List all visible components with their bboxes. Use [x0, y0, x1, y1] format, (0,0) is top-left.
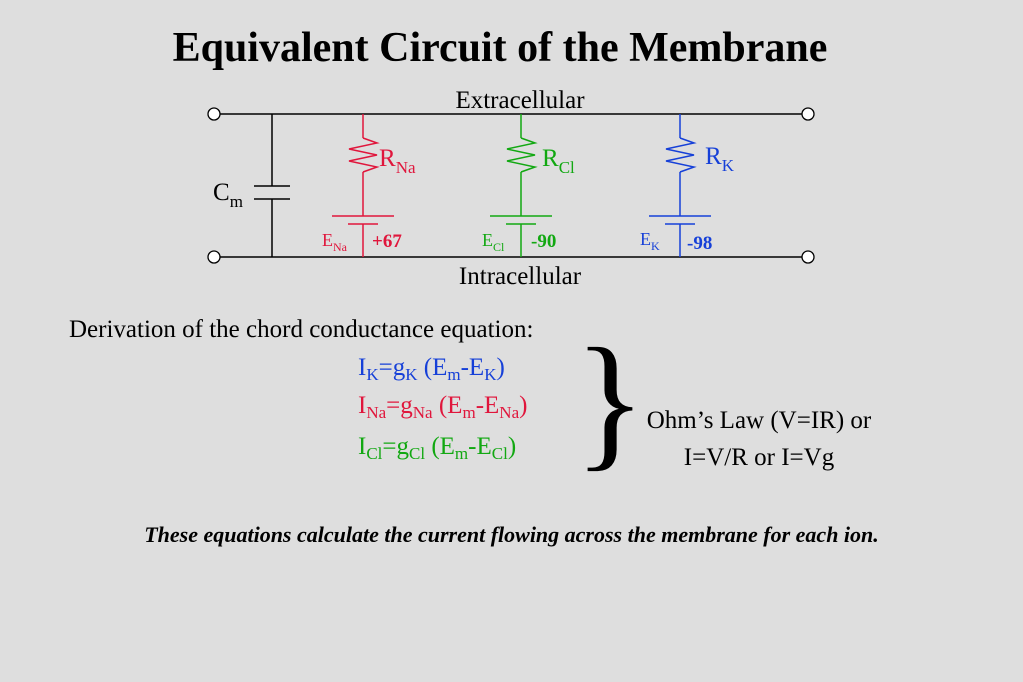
potassium-branch — [649, 114, 711, 257]
sodium-reversal-value: +67 — [372, 231, 402, 252]
chloride-resistor — [506, 137, 538, 173]
sodium-resistor — [348, 137, 380, 173]
extracellular-label: Extracellular — [455, 87, 585, 114]
sodium-reversal-label: ENa — [322, 230, 348, 254]
capacitor-label: Cm — [213, 179, 243, 211]
sodium-branch — [332, 114, 394, 257]
potassium-current-equation: IK=gK (Em-EK) — [358, 354, 505, 385]
potassium-reversal-value: -98 — [687, 233, 712, 254]
potassium-resistor-label: RK — [705, 143, 735, 175]
footer-note: These equations calculate the current fl… — [144, 522, 879, 547]
terminal-bottom-left — [207, 250, 221, 264]
sodium-resistor-label: RNa — [379, 145, 416, 177]
chloride-resistor-label: RCl — [542, 145, 575, 177]
ohms-law-line-1: Ohm’s Law (V=IR) or — [646, 407, 872, 434]
terminal-top-right — [801, 107, 815, 121]
chloride-branch — [490, 114, 552, 257]
membrane-capacitor — [254, 114, 290, 257]
sodium-current-equation: INa=gNa (Em-ENa) — [358, 392, 528, 423]
potassium-resistor — [665, 137, 697, 173]
terminal-top-left — [207, 107, 221, 121]
chloride-reversal-value: -90 — [531, 231, 556, 252]
chloride-reversal-label: ECl — [482, 230, 505, 254]
potassium-reversal-label: EK — [640, 229, 660, 253]
terminal-bottom-right — [801, 250, 815, 264]
ohms-law-line-2: I=V/R or I=Vg — [683, 444, 835, 471]
chloride-current-equation: ICl=gCl (Em-ECl) — [358, 433, 517, 464]
equations-brace: } — [574, 318, 646, 484]
membrane-circuit-diagram: Extracellular Intracellular Cm RNa ENa +… — [207, 87, 815, 290]
page-title: Equivalent Circuit of the Membrane — [172, 25, 828, 71]
ohms-law-note: Ohm’s Law (V=IR) or I=V/R or I=Vg — [600, 402, 918, 476]
derivation-label: Derivation of the chord conductance equa… — [69, 316, 534, 343]
intracellular-label: Intracellular — [459, 263, 582, 290]
